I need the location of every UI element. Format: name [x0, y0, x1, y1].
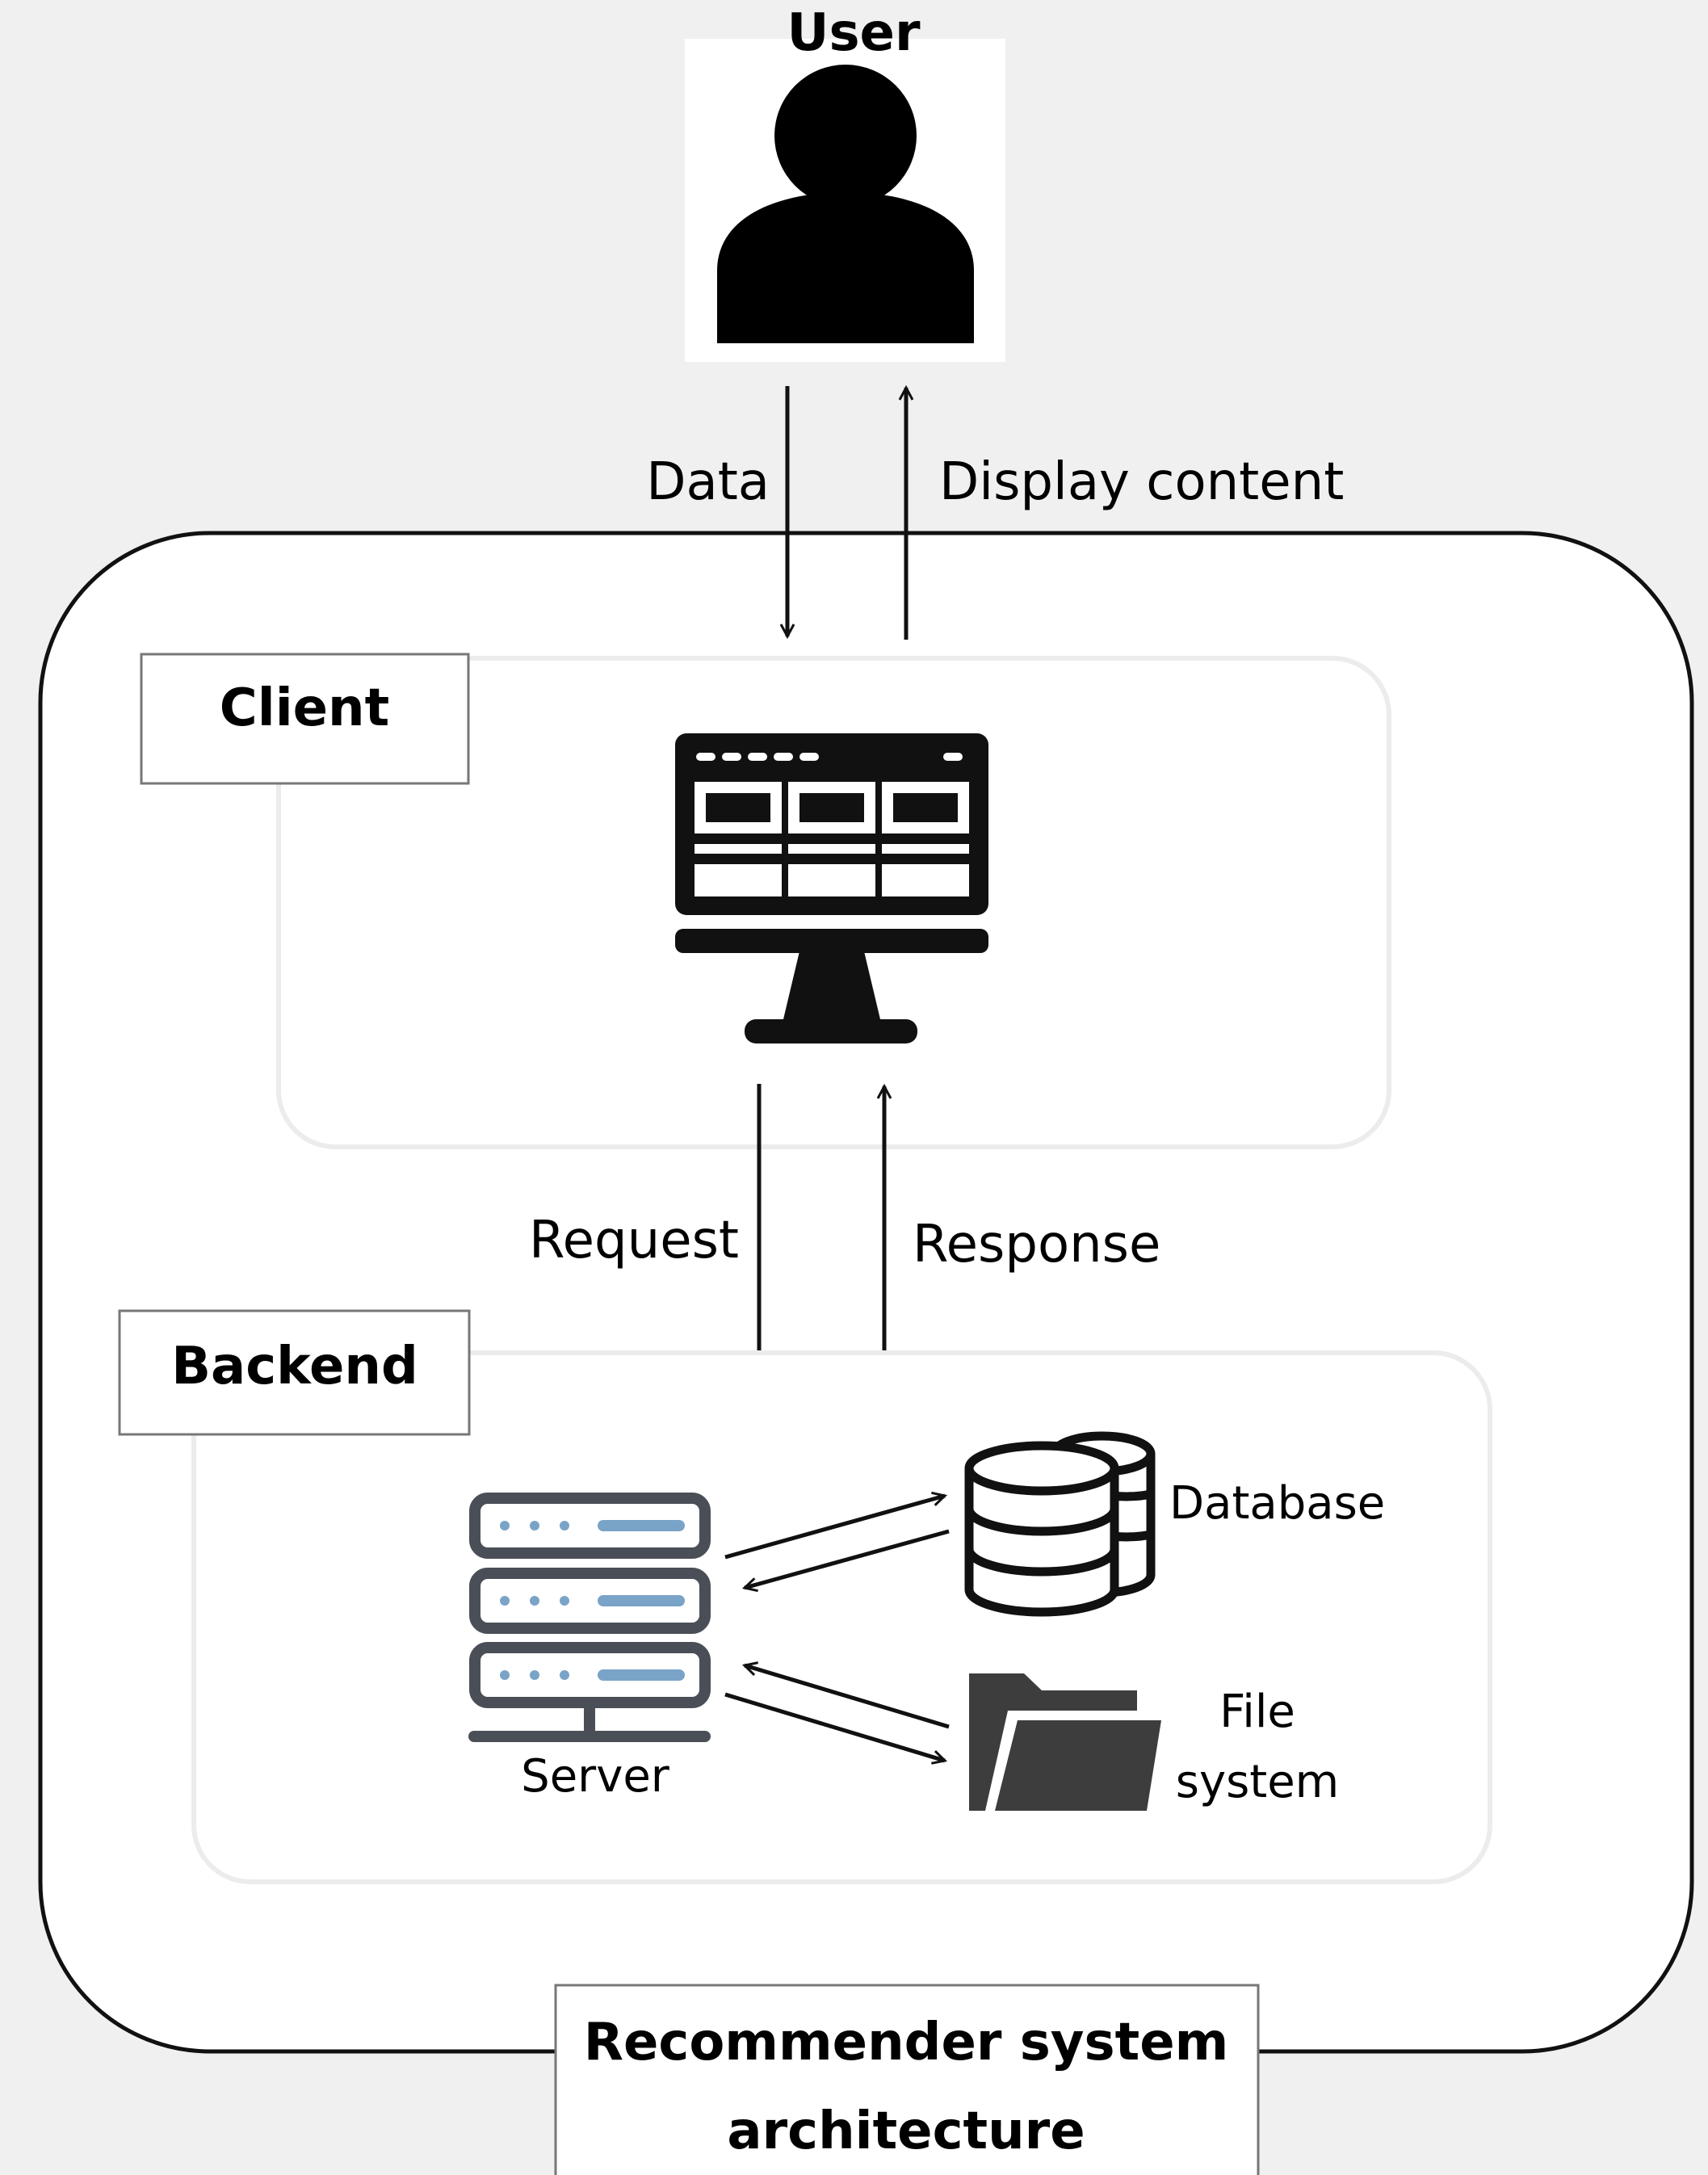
backend-panel [191, 1350, 1492, 1884]
caption-line2: architecture [727, 2102, 1085, 2161]
user-label: User [787, 3, 920, 63]
server-to-database-arrow [724, 1496, 945, 1560]
server-label: Server [521, 1750, 670, 1803]
data-flow-label: Data [646, 452, 770, 512]
file-system-label-line1: File [1219, 1686, 1295, 1738]
server-to-file-system-arrow [724, 1692, 945, 1761]
display-content-flow-label: Display content [939, 452, 1344, 512]
file-system-label-line2: system [1176, 1756, 1339, 1808]
caption-box: Recommender system architecture [554, 1984, 1260, 2175]
monitor-icon [675, 733, 988, 1043]
client-tag: Client [140, 653, 470, 785]
server-rack-icon [468, 1493, 711, 1742]
backend-label: Backend [171, 1337, 418, 1396]
file-system-to-server-arrow [745, 1665, 950, 1729]
database-icon [964, 1431, 1156, 1617]
client-label: Client [220, 678, 389, 738]
request-flow-label: Request [529, 1211, 739, 1270]
response-flow-label: Response [913, 1215, 1160, 1274]
folder-icon [969, 1673, 1165, 1811]
user-silhouette-icon [717, 65, 974, 343]
caption-line1: Recommender system [584, 2013, 1229, 2072]
database-to-server-arrow [745, 1529, 950, 1588]
database-label: Database [1169, 1477, 1385, 1530]
backend-tag: Backend [118, 1309, 471, 1436]
user-node: User [685, 3, 1005, 362]
